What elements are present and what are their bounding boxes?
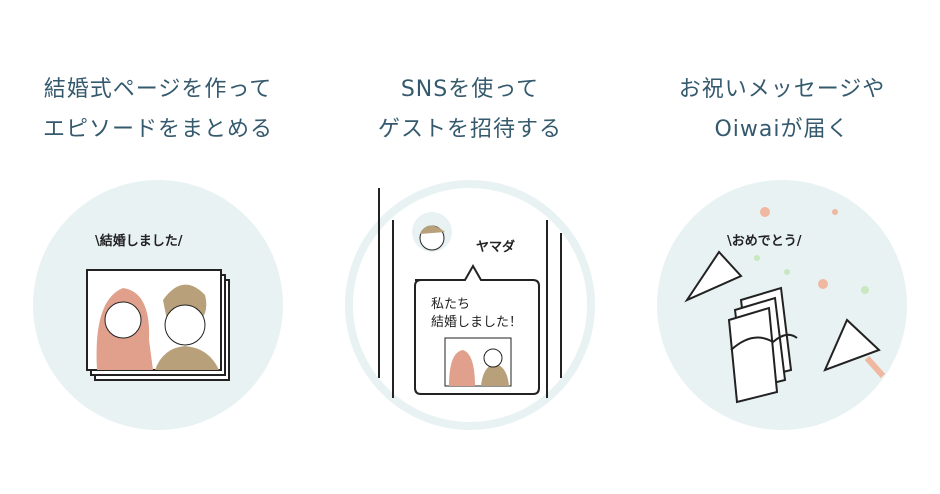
illustration-circle: ヤマダ 私たち結婚しました！ (345, 180, 595, 430)
illustration-circle: \おめでとう/ (657, 180, 907, 430)
sns-post-illustration (378, 188, 562, 398)
feature-title: 結婚式ページを作ってエピソードをまとめる (42, 77, 273, 142)
feature-title: SNSを使ってゲストを招待する (377, 77, 562, 142)
illustration-caption: \おめでとう/ (727, 234, 802, 249)
post-text: 私たち結婚しました！ (431, 297, 523, 330)
post-username: ヤマダ (476, 240, 516, 255)
celebration-envelope-illustration (684, 207, 886, 404)
couple-photo-illustration (86, 269, 230, 381)
illustration-circle: \結婚しました/ (33, 180, 283, 430)
illustration-caption: \結婚しました/ (95, 234, 183, 249)
